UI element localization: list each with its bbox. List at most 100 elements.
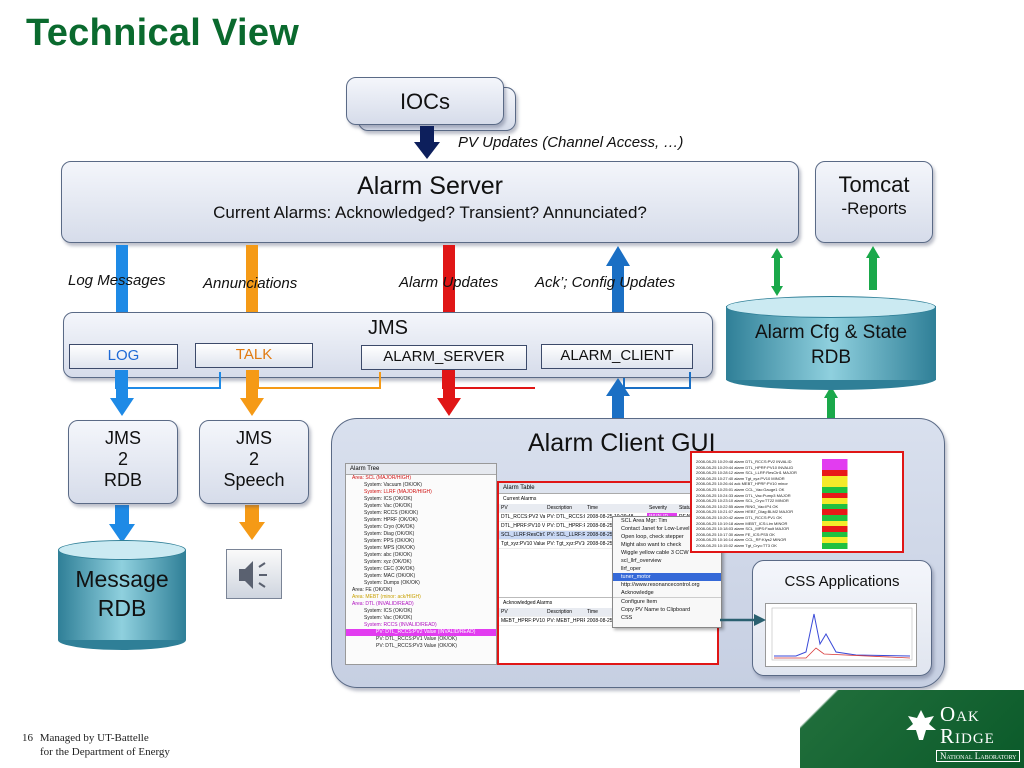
alarm-tree-item[interactable]: System: PPS (OK/OK) [364,538,415,544]
table-cell: Time [587,505,598,511]
oak-leaf-icon [906,710,936,740]
alarm-tree-item[interactable]: System: MPS (OK/OK) [364,545,415,551]
table-cell: Time [587,609,598,615]
context-menu-item[interactable]: tuner_motor [613,573,721,581]
alarm-tree-item[interactable]: System: Vac (OK/OK) [364,615,413,621]
footer-line2: for the Department of Energy [40,746,170,758]
jms2speech-box: JMS 2 Speech [199,420,309,504]
table-cell: 2008-08-25 [587,541,613,547]
table-cell: DTL_RCCS:PV2 Value [501,514,545,520]
report-row: 2008-08-25 10:15:02 alarm Tgt_Cryo:TT3 O… [692,542,902,549]
footer: 16 Managed by UT-Battelle for the Depart… [22,731,170,759]
jms2rdb-box: JMS 2 RDB [68,420,178,504]
context-menu-item[interactable]: llrf_oper [621,566,641,572]
topic-log: LOG [69,344,178,369]
table-cell: 2008-08-25 [587,532,613,538]
ack-alarms-label: Acknowledged Alarms [499,597,717,608]
context-menu-item[interactable]: Wiggle yellow cable 3 CCW [621,550,689,556]
alarm-tree-item[interactable]: System: ICS (OK/OK) [364,608,413,614]
context-menu-item[interactable]: Copy PV Name to Clipboard [621,607,691,613]
report-row: 2008-08-25 10:24:33 alarm DTL_Vac:Pump3 … [692,492,902,499]
alarm-tree-item[interactable]: Area: MEBT (minor: ack/HIGH) [352,594,421,600]
alarm-client-gui-label: Alarm Client GUI [528,429,716,457]
table-cell: Description [547,505,573,511]
table-cell: Severity [649,505,668,511]
footer-line1: Managed by UT-Battelle [39,732,149,744]
iocs-label: IOCs [399,89,451,114]
logo-ridge: Ridge [940,724,995,748]
report-row: 2008-08-25 10:23:10 alarm SCL_Cryo:TT22 … [692,498,902,504]
css-apps-arrow [720,614,766,626]
alarm-tree-item[interactable]: System: abc (OK/OK) [364,552,413,558]
alarm-tree-item[interactable]: System: Vacuum (OK/OK) [364,482,422,488]
alarm-tree-item[interactable]: PV: DTL_RCCS:PV3 Value (OK/OK) [376,643,457,649]
context-menu-item[interactable]: Acknowledge [621,590,654,596]
topic-talk: TALK [195,343,313,368]
alarm-tree-item[interactable]: System: RCCS (INVALID/READ) [364,622,437,628]
report-screenshot: 2008-08-25 10:29:48 alarm DTL_RCCS:PV2 I… [690,451,904,553]
alarm-tree-item[interactable]: System: Cryo (OK/OK) [364,524,415,530]
table-cell: DTL_HPRF:PV10 Val [501,523,545,529]
report-row: 2008-08-25 10:28:12 alarm SCL_LLRF:ResCt… [692,470,902,476]
table-cell: MEBT_HPRF:PV10 Va [501,618,545,624]
report-row: 2008-08-25 10:22:55 alarm RING_Vac:IP4 O… [692,503,902,510]
table-cell: 2008-08-25 10:29:48 [587,523,634,529]
alarm-tree-item[interactable]: System: ICS (OK/OK) [364,496,413,502]
alarm-tree-item[interactable]: System: HPRF (OK/OK) [364,517,418,523]
alarm-tree-item[interactable]: System: CEC (OK/OK) [364,566,415,572]
context-menu-item[interactable]: CSS [621,615,633,621]
alarm-cfg-rdb-label1: Alarm Cfg & State [754,322,908,343]
iocs-box: IOCs [346,77,504,125]
alarm-tree-item[interactable]: System: MAC (OK/OK) [364,573,416,579]
alarm-tree-tab: Alarm Tree [346,464,496,475]
alarm-tree-screenshot: Alarm Tree Area: SCL (MAJOR/HIGH)System:… [345,463,497,665]
tomcat-subtitle: -Reports [841,199,907,218]
alarm-tree-item[interactable]: System: xyz (OK/OK) [364,559,412,565]
context-menu-item[interactable]: scl_llrf_overview [621,558,662,564]
context-menu-item[interactable]: Open loop, check stepper [621,534,684,540]
alarm-tree-item[interactable]: System: RCCS (OK/OK) [364,510,419,516]
slide-title: Technical View [26,12,300,54]
logo-oak: Oak [940,702,980,726]
table-cell: PV: SCL_LLRF:ResC [547,532,585,538]
table-cell: PV: MEBT_HPRF:P [547,618,585,624]
alarm-tree-item[interactable]: System: Dumps (OK/OK) [364,580,420,586]
speaker-icon [226,549,282,599]
context-menu-item[interactable]: http://www.resonancecontrol.org [621,582,700,588]
css-plot-screenshot [765,603,917,667]
context-menu-item[interactable]: Contact Janet for Low-Level RF [621,526,699,532]
table-cell: 2008-08-25 10:29:48 [587,514,634,520]
alarm-tree-item[interactable]: System: Vac (OK/OK) [364,503,413,509]
alarm-tree-item[interactable]: System: Diag (OK/OK) [364,531,415,537]
alarm-server-subtitle: Current Alarms: Acknowledged? Transient?… [213,203,647,222]
tomcat-box: Tomcat -Reports [815,161,933,243]
table-cell: Status [679,505,694,511]
log-messages-label: Log Messages [68,272,166,289]
alarm-cfg-rdb-label2: RDB [810,347,852,368]
jms-label: JMS [368,317,408,339]
alarm-cfg-rdb: Alarm Cfg & State RDB [726,296,936,390]
ornl-logo: Oak Ridge National Laboratory [800,690,1024,768]
alarm-tree-item[interactable]: Area: SCL (MAJOR/HIGH) [352,475,411,481]
report-row: 2008-08-25 10:18:03 alarm SCL_MPS:Fault … [692,526,902,532]
table-row[interactable]: SCL_LLRF:ResCtrl1:RPV: SCL_LLRF:ResC2008… [499,531,717,540]
css-plot-graphic [771,607,913,661]
jms2speech-line1: JMS [236,428,272,448]
tomcat-title: Tomcat [838,172,910,197]
alarm-tree-item[interactable]: Area: DTL (INVALID/READ) [352,601,414,607]
alarm-tree-item[interactable]: Area: FE (OK/OK) [352,587,393,593]
message-rdb: Message RDB [58,540,186,650]
alarm-tree-item[interactable]: PV: DTL_RCCS:PV2 Value (INVALID/READ) [346,629,496,636]
report-row: 2008-08-25 10:26:44 ack MEBT_HPRF:PV10 m… [692,481,902,487]
report-row: 2008-08-25 10:27:40 alarm Tgt_xyz:PV10 M… [692,475,902,482]
table-cell: PV: Tgt_xyz:PV10 [547,541,585,547]
alarm-tree-item[interactable]: System: LLRF (MAJOR/HIGH) [364,489,432,495]
context-menu-item[interactable]: Might also want to check [621,542,682,548]
table-cell: PV: DTL_RCCS:PV2 [547,514,585,520]
context-menu-item[interactable]: SCL Area Mgr: Tim [621,518,668,524]
alarm-tree-item[interactable]: PV: DTL_RCCS:PV1 Value (OK/OK) [376,636,457,642]
context-menu-item[interactable]: Configure Item [613,597,721,606]
